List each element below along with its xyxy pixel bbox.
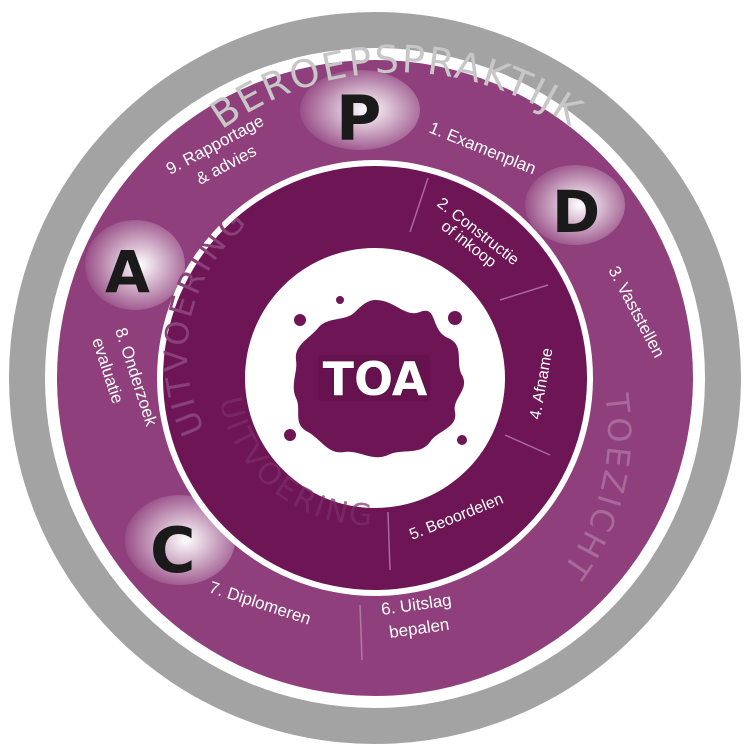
inner-divider-1 (409, 177, 429, 233)
fade-p (300, 70, 420, 150)
pdca-letter-a: A (105, 238, 150, 306)
ink-splash (293, 300, 465, 458)
pdca-letter-p: P (336, 82, 381, 155)
logo-text-backdrop (318, 355, 430, 401)
fade-a (85, 220, 185, 310)
fade-d (525, 165, 625, 245)
pdca-letter-d: D (552, 178, 600, 246)
inner-divider-2 (499, 284, 549, 301)
middle-divider-1 (359, 604, 363, 661)
inner-divider-4 (387, 511, 391, 571)
logo-text: TOA (323, 352, 428, 406)
toa-logo: TOA (284, 296, 467, 458)
pdca-letter-c: C (150, 514, 196, 587)
inner-divider-3 (504, 434, 551, 456)
